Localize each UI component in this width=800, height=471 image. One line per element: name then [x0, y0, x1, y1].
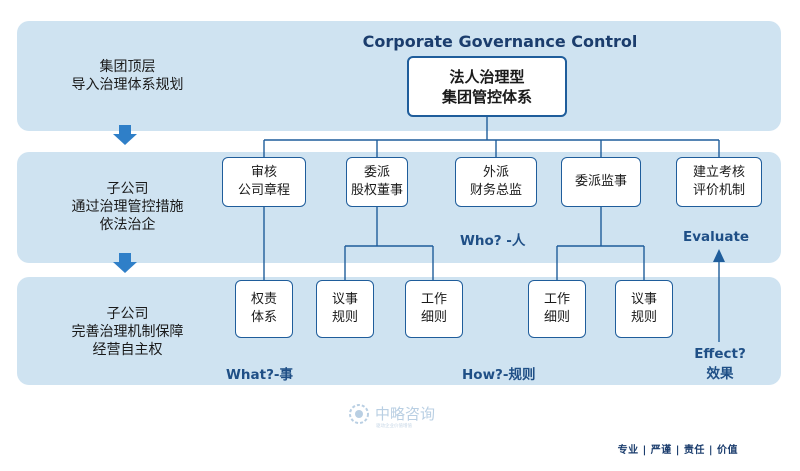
band-label-line: 经营自主权 — [92, 342, 163, 358]
top-box-governance-system: 法人治理型 集团管控体系 — [407, 56, 567, 117]
band-middle-label: 子公司 通过治理管控措施 依法治企 — [20, 180, 235, 234]
box-line: 股权董事 — [350, 183, 403, 198]
mid-box-appoint-directors: 委派 股权董事 — [346, 157, 408, 207]
band-label-line: 依法治企 — [99, 217, 156, 233]
box-line: 审核 — [250, 165, 277, 180]
box-line: 规则 — [630, 310, 657, 325]
band-top — [17, 21, 781, 131]
footer-slogan: 专业 | 严谨 | 责任 | 价值 — [617, 445, 738, 456]
tag-effect: Effect? 效果 — [680, 346, 760, 382]
mid-box-review-charter: 审核 公司章程 — [222, 157, 306, 207]
band-label-line: 子公司 — [106, 306, 149, 322]
box-line: 评价机制 — [692, 183, 745, 198]
tag-effect-line: 效果 — [706, 366, 734, 382]
bottom-box-procedure-rules-a: 议事 规则 — [316, 280, 374, 338]
box-line: 法人治理型 — [449, 67, 525, 86]
box-line: 财务总监 — [469, 183, 522, 198]
band-label-line: 完善治理机制保障 — [71, 324, 184, 340]
company-logo: 中略咨询 驱动企业价值增值 — [349, 404, 435, 429]
down-arrow-icon — [113, 253, 137, 273]
diagram-title: Corporate Governance Control — [362, 32, 638, 51]
bottom-box-responsibility-system: 权责 体系 — [235, 280, 293, 338]
box-line: 权责 — [250, 292, 277, 307]
logo-name: 中略咨询 — [375, 405, 435, 423]
box-line: 建立考核 — [692, 165, 745, 180]
box-line: 细则 — [420, 310, 447, 325]
box-line: 议事 — [630, 292, 657, 307]
tag-evaluate: Evaluate — [683, 229, 750, 245]
tag-who: Who? -人 — [460, 233, 526, 249]
box-line: 集团管控体系 — [441, 87, 532, 106]
band-label-line: 通过治理管控措施 — [71, 199, 184, 215]
band-label-line: 子公司 — [106, 181, 149, 197]
box-line: 规则 — [331, 310, 358, 325]
mid-box-assign-cfo: 外派 财务总监 — [455, 157, 537, 207]
tag-effect-line: Effect? — [694, 346, 746, 362]
box-line: 委派 — [363, 165, 390, 180]
band-label-line: 集团顶层 — [99, 59, 156, 75]
box-line: 公司章程 — [237, 183, 290, 198]
box-line: 委派监事 — [574, 174, 627, 189]
mid-box-evaluation-mechanism: 建立考核 评价机制 — [676, 157, 762, 207]
band-top-label: 集团顶层 导入治理体系规划 — [20, 58, 235, 94]
mid-box-appoint-supervisors: 委派监事 — [561, 157, 641, 207]
logo-mark-icon — [349, 404, 369, 424]
box-line: 外派 — [482, 165, 509, 180]
bottom-box-procedure-rules-b: 议事 规则 — [615, 280, 673, 338]
band-label-line: 导入治理体系规划 — [71, 77, 184, 93]
down-arrow-icon — [113, 125, 137, 145]
logo-tagline: 驱动企业价值增值 — [376, 422, 412, 429]
box-line: 议事 — [331, 292, 358, 307]
bottom-box-work-rules-a: 工作 细则 — [405, 280, 463, 338]
box-line: 工作 — [420, 292, 447, 307]
box-line: 细则 — [543, 310, 570, 325]
box-line: 体系 — [250, 310, 277, 325]
band-bottom-label: 子公司 完善治理机制保障 经营自主权 — [20, 305, 235, 359]
tag-how: How?-规则 — [462, 367, 536, 383]
bottom-box-work-rules-b: 工作 细则 — [528, 280, 586, 338]
box-line: 工作 — [543, 292, 570, 307]
tag-what: What?-事 — [226, 367, 293, 383]
